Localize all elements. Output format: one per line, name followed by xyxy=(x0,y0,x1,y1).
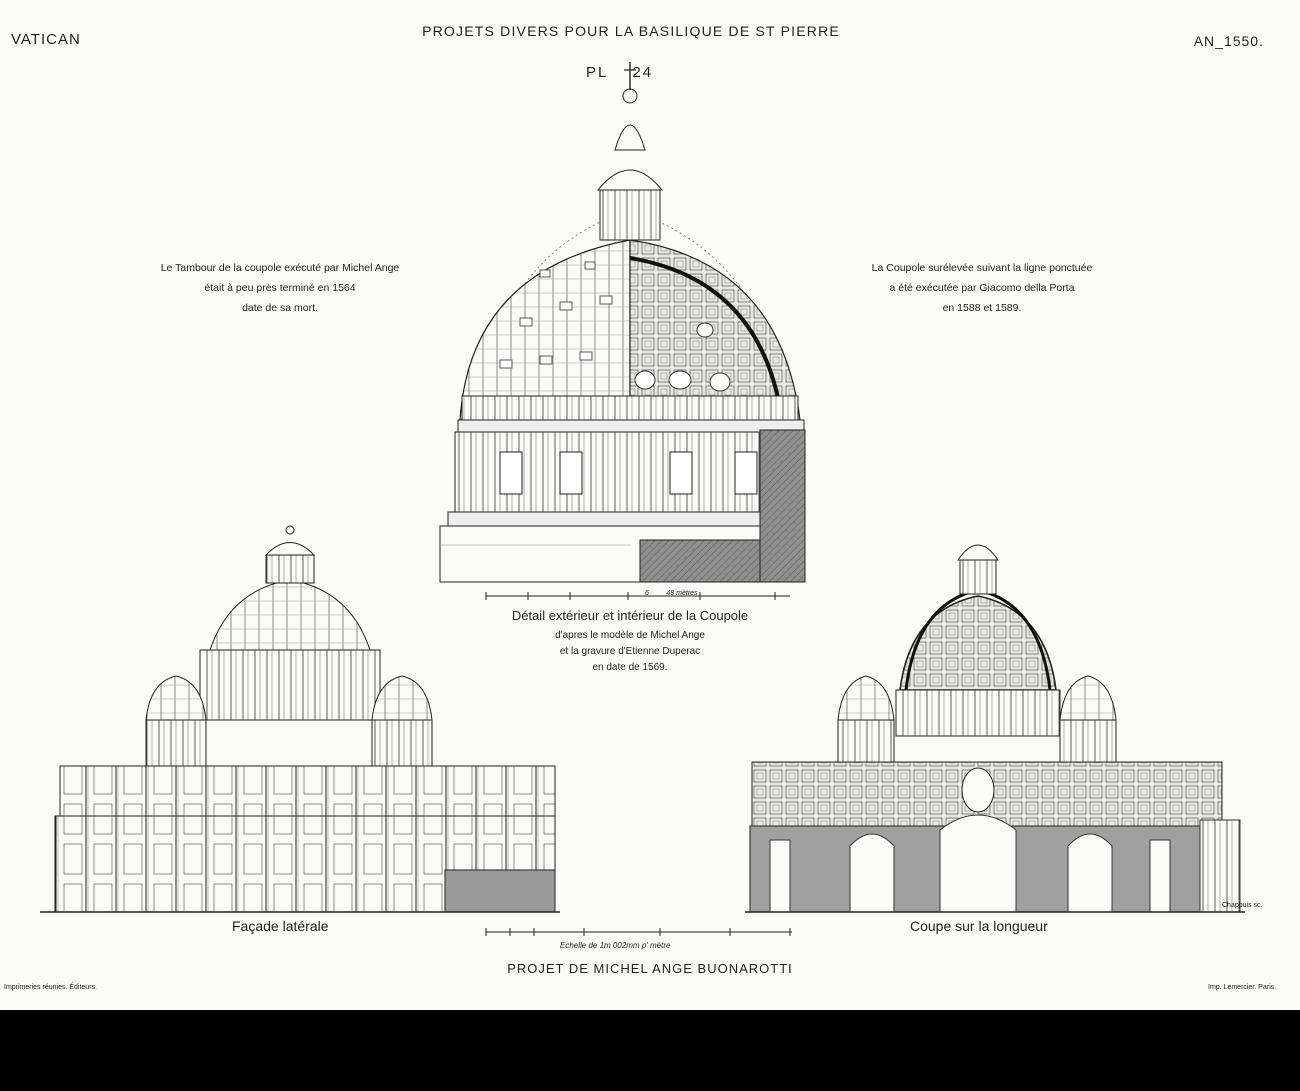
note-left: Le Tambour de la coupole exécuté par Mic… xyxy=(140,258,420,318)
dome-subcaption-line: et la gravure d'Etienne Duperac xyxy=(559,646,701,657)
publisher-right: Imp. Lemercier. Paris. xyxy=(1208,984,1277,991)
publisher-left: Imprimeries réunies. Éditeurs. xyxy=(4,984,97,991)
section-caption: Coupe sur la longueur xyxy=(910,918,1048,934)
note-right-line: La Coupole surélevée suivant la ligne po… xyxy=(871,262,1093,274)
scale-tick-label: 6 xyxy=(645,590,649,597)
dome-subcaption: d'apres le modèle de Michel Ange et la g… xyxy=(470,628,790,676)
facade-drawing xyxy=(40,525,560,913)
note-left-line: Le Tambour de la coupole exécuté par Mic… xyxy=(160,262,400,274)
plan-scale-bar xyxy=(485,928,792,936)
plate-label: PL xyxy=(586,64,609,81)
facade-caption: Façade latérale xyxy=(232,918,329,934)
project-title: PROJET DE MICHEL ANGE BUONAROTTI xyxy=(507,961,793,976)
header-left: VATICAN xyxy=(11,31,81,48)
architectural-drawings xyxy=(40,62,1245,936)
plate-number-value: 24 xyxy=(632,64,654,81)
dome-caption: Détail extérieur et intérieur de la Coup… xyxy=(511,608,749,623)
note-right: La Coupole surélevée suivant la ligne po… xyxy=(842,258,1122,318)
scale-note: Echelle de 1m 002mm p' mètre xyxy=(560,941,671,950)
engraver-credit: Chappuis sc. xyxy=(1222,902,1263,909)
section-drawing xyxy=(745,544,1245,913)
header-title: PROJETS DIVERS POUR LA BASILIQUE DE ST P… xyxy=(422,23,840,39)
engraving-plate: VATICAN PROJETS DIVERS POUR LA BASILIQUE… xyxy=(0,0,1300,1010)
note-right-line: en 1588 et 1589. xyxy=(942,302,1022,314)
header-year: AN_1550. xyxy=(1193,33,1264,49)
dome-subcaption-line: d'apres le modèle de Michel Ange xyxy=(555,630,705,641)
note-left-line: date de sa mort. xyxy=(242,302,318,314)
footer-band xyxy=(0,1010,1300,1091)
note-right-line: a été exécutée par Giacomo della Porta xyxy=(889,282,1075,294)
scale-tick-label: 48 mètres xyxy=(666,590,698,597)
dome-scale-bar xyxy=(485,592,790,600)
note-left-line: était à peu près terminé en 1564 xyxy=(204,282,356,294)
dome-scale-labels: 6 48 mètres xyxy=(645,590,698,597)
dome-subcaption-line: en date de 1569. xyxy=(592,662,668,673)
plate-number: PL 24 xyxy=(586,64,653,81)
dome-detail-drawing xyxy=(439,62,806,583)
